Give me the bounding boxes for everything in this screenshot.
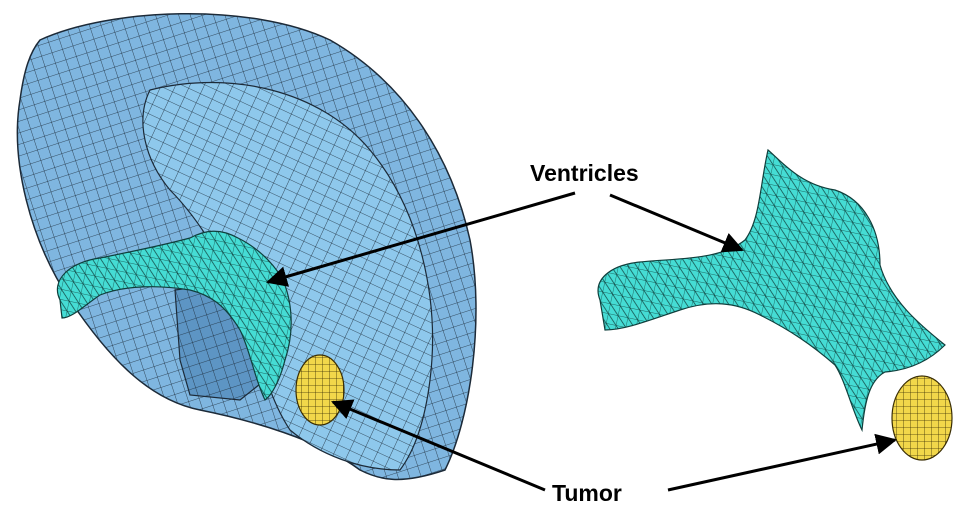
right-tumor-mesh — [892, 376, 952, 460]
ventricles-label: Ventricles — [530, 160, 639, 186]
ventricles-arrow-right — [610, 195, 742, 250]
tumor-arrow-right — [668, 440, 895, 490]
tumor-label: Tumor — [552, 480, 622, 506]
right-ventricles-mesh — [598, 150, 945, 430]
left-tumor-mesh — [296, 355, 344, 425]
